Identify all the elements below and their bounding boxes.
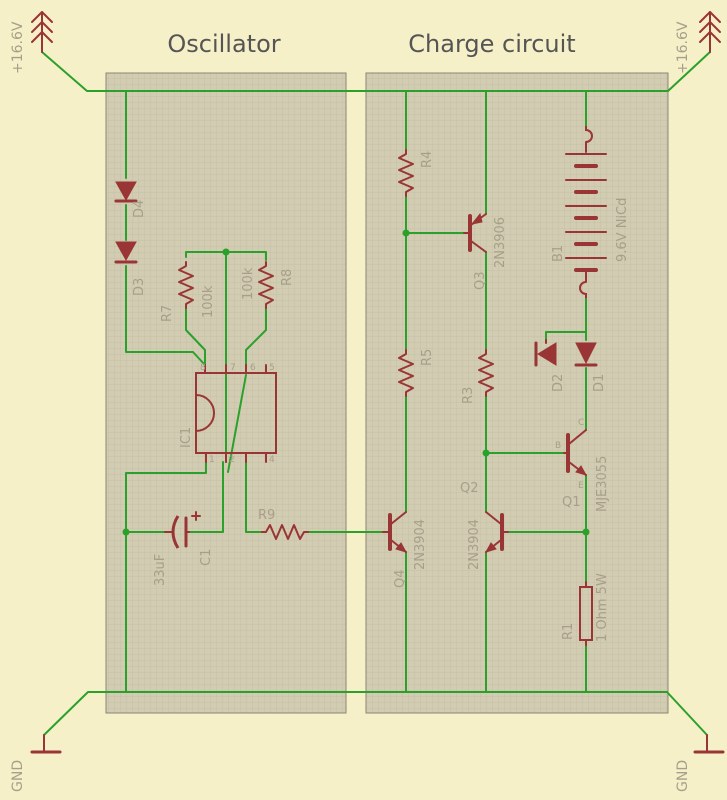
ground-rail [43, 691, 708, 736]
ic1-pin8: 8 [200, 363, 206, 373]
capacitor-c1 [164, 511, 201, 549]
c1-value: 33uF [153, 554, 168, 586]
r9-label: R9 [258, 508, 275, 523]
wire-r8-ic [245, 307, 267, 366]
q3-label: Q3 [473, 271, 488, 290]
resistor-r1 [579, 581, 593, 646]
d3-label: D3 [132, 278, 147, 296]
c1-label: C1 [199, 549, 214, 566]
ic1-pin7: 7 [230, 363, 236, 373]
resistor-r4 [398, 149, 414, 197]
wire-ic-diag [227, 374, 247, 473]
q1-pin-e: E [578, 481, 584, 491]
supply-label-left: +16.6V [10, 21, 26, 74]
diode-d3 [114, 241, 138, 264]
ic1-pin1: 1 [209, 455, 215, 465]
ic1-pin5: 5 [269, 363, 275, 373]
d2-label: D2 [551, 374, 566, 392]
wire-d3-ic [125, 265, 206, 366]
resistor-r9 [261, 524, 309, 540]
resistor-r5 [398, 349, 414, 397]
ground-symbol-left [30, 734, 62, 754]
q4-value: 2N3904 [413, 519, 428, 570]
q4-label: Q4 [393, 569, 408, 588]
b1-value: 9.6V NiCd [615, 198, 630, 262]
b1-label: B1 [551, 245, 566, 262]
ground-label-left: GND [10, 760, 26, 792]
supply-rail [41, 51, 711, 92]
r1-value: 1 Ohm 5W [595, 573, 610, 642]
d1-label: D1 [592, 374, 607, 392]
supply-symbol-left [31, 11, 53, 53]
resistor-r8 [258, 261, 274, 309]
ic1-pin4: 4 [269, 455, 275, 465]
battery-b1 [565, 126, 607, 298]
junction-r4-q3 [402, 229, 410, 237]
r4-label: R4 [420, 151, 435, 168]
wire-cap-plus [187, 461, 224, 533]
wire-cap-ground [125, 454, 207, 693]
q1-value: MJE3055 [595, 456, 610, 512]
transistor-q4 [382, 511, 408, 553]
d4-label: D4 [132, 200, 147, 218]
diode-d4 [114, 181, 138, 203]
r8-value: 100k [241, 267, 256, 300]
charge-circuit-panel [365, 72, 669, 714]
q3-value: 2N3906 [493, 217, 508, 268]
diode-d2 [534, 339, 557, 367]
q1-label: Q1 [562, 495, 581, 510]
supply-label-right: +16.6V [675, 21, 691, 74]
ic1-chip [195, 364, 277, 463]
resistor-r7 [178, 261, 194, 309]
q1-pin-b: B [555, 441, 561, 451]
resistor-r3 [478, 349, 494, 397]
junction-r3-q1 [482, 449, 490, 457]
junction-cap [122, 528, 130, 536]
ground-label-right: GND [675, 760, 691, 792]
r7-label: R7 [160, 305, 175, 322]
r5-label: R5 [420, 349, 435, 366]
q1-pin-c: C [578, 418, 584, 428]
r8-label: R8 [280, 269, 295, 286]
transistor-q1 [563, 429, 588, 476]
ic1-label: IC1 [179, 427, 194, 448]
transistor-q3 [463, 212, 487, 253]
oscillator-title: Oscillator [167, 30, 280, 58]
transistor-q2 [484, 511, 509, 553]
ic1-pin2: 2 [229, 455, 235, 465]
ground-symbol-right [693, 734, 725, 754]
supply-symbol-right [699, 11, 721, 53]
charge-circuit-title: Charge circuit [408, 30, 575, 58]
wire-ic-r9 [245, 454, 263, 533]
q2-value: 2N3904 [467, 519, 482, 570]
r7-value: 100k [201, 285, 216, 318]
wire-r7-ic [185, 307, 206, 366]
wire-d2-d1 [545, 331, 587, 341]
r3-label: R3 [461, 387, 476, 404]
junction-q1-r1 [582, 528, 590, 536]
q2-label: Q2 [460, 481, 479, 496]
junction-ic-supply [222, 248, 230, 256]
r1-label: R1 [561, 623, 576, 640]
ic1-pin6: 6 [250, 363, 256, 373]
diode-d1 [574, 342, 598, 367]
